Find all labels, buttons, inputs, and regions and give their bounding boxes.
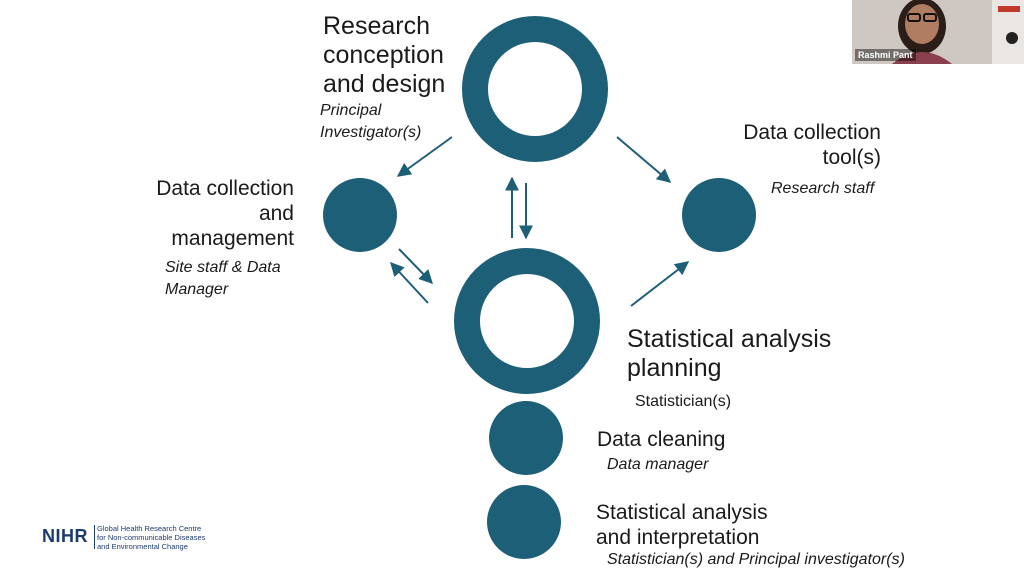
collection-mgmt-role: Site staff & Data Manager bbox=[165, 259, 281, 298]
node-collection-mgmt bbox=[323, 178, 397, 252]
analysis-planning-title: Statistical analysis planning bbox=[627, 325, 832, 382]
collection-tools-role: Research staff bbox=[771, 180, 875, 197]
participant-avatar bbox=[852, 0, 1024, 64]
node-analysis-planning-ring bbox=[454, 248, 600, 394]
research-title: Research conception and design bbox=[323, 12, 446, 98]
nihr-logo: NIHR Global Health Research Centre for N… bbox=[42, 522, 272, 552]
interpretation-title: Statistical analysis and interpretation bbox=[596, 501, 768, 549]
arrow-planning-to-collection-mgmt bbox=[390, 261, 429, 304]
arrow-research-to-collection-tools bbox=[616, 136, 672, 183]
arrow-research-to-collection-mgmt bbox=[396, 136, 453, 177]
research-role: Principal Investigator(s) bbox=[320, 102, 422, 141]
node-cleaning bbox=[489, 401, 563, 475]
cleaning-title: Data cleaning bbox=[597, 428, 726, 451]
logo-text: Global Health Research Centre for Non-co… bbox=[97, 524, 206, 551]
interpretation-role: Statistician(s) and Principal investigat… bbox=[607, 551, 905, 568]
participant-name: Rashmi Pant bbox=[855, 49, 916, 61]
collection-tools-title: Data collection tool(s) bbox=[743, 121, 881, 169]
logo-divider bbox=[94, 525, 95, 549]
node-research-ring bbox=[462, 16, 608, 162]
collection-mgmt-title: Data collection and management bbox=[156, 177, 294, 250]
logo-mark: NIHR bbox=[42, 526, 88, 546]
cleaning-role: Data manager bbox=[607, 456, 709, 473]
participant-video-tile[interactable]: Rashmi Pant bbox=[852, 0, 1024, 64]
arrow-collection-mgmt-to-planning bbox=[398, 248, 433, 285]
arrow-planning-to-collection-tools bbox=[630, 261, 690, 307]
node-interpretation bbox=[487, 485, 561, 559]
analysis-planning-role: Statistician(s) bbox=[635, 393, 732, 410]
node-collection-tools bbox=[682, 178, 756, 252]
